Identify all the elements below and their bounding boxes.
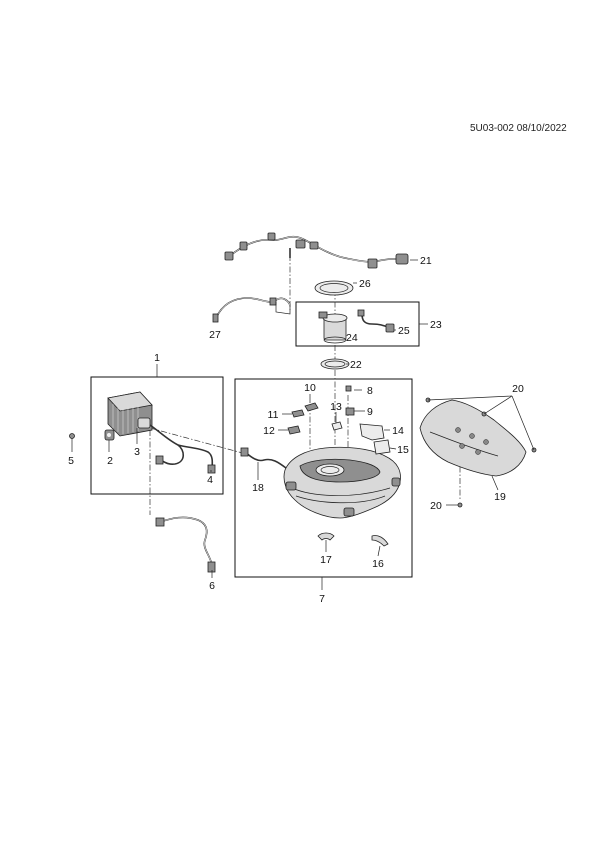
callout-22: 22: [350, 359, 362, 371]
callout-20-lower: 20: [430, 500, 442, 512]
callout-14: 14: [392, 425, 404, 437]
wiring-harness-part: [224, 232, 409, 269]
hose-part-4: [149, 424, 216, 474]
callout-8: 8: [367, 385, 373, 397]
callout-3: 3: [134, 446, 140, 458]
callout-25: 25: [398, 325, 410, 337]
document-code: 5U03-002 08/10/2022: [470, 123, 567, 134]
callout-16: 16: [372, 558, 384, 570]
level-sensor-part: [357, 309, 395, 333]
callout-18: 18: [252, 482, 264, 494]
callout-4: 4: [207, 474, 213, 486]
bolt-part: [69, 433, 75, 439]
heat-shield-part: [419, 397, 537, 508]
fuel-tank-group-box: [234, 378, 413, 578]
callout-12: 12: [263, 425, 275, 437]
callout-24: 24: [346, 332, 358, 344]
callout-26: 26: [359, 278, 371, 290]
callout-20-upper: 20: [512, 383, 524, 395]
callout-5: 5: [68, 455, 74, 467]
hose-part-6: [155, 516, 216, 573]
callout-27: 27: [209, 329, 221, 341]
evap-canister-part: [107, 391, 153, 437]
callout-11: 11: [268, 409, 279, 421]
vent-tube-part: [212, 297, 291, 323]
clip-part-9: [345, 407, 355, 416]
seal-ring-part: [314, 280, 354, 296]
callout-21: 21: [420, 255, 432, 267]
clip-part-8: [345, 385, 352, 392]
callout-13: 13: [330, 401, 342, 413]
fuel-pump-module-part: [318, 311, 348, 344]
bracket-part-14: [359, 423, 385, 441]
leader-lines: [71, 259, 535, 590]
callout-23: 23: [430, 319, 442, 331]
clip-part-12: [287, 425, 301, 435]
clip-part-11: [291, 409, 305, 418]
callout-6: 6: [209, 580, 215, 592]
clip-part-15: [373, 439, 391, 455]
valve-part: [104, 429, 115, 441]
strap-part-17: [317, 532, 335, 541]
clip-part-13: [331, 421, 343, 431]
callout-17: 17: [320, 554, 332, 566]
callout-labels: 1 2 3 4 5 6 7 8 9 10 11 12 13 14 15 16 1…: [68, 255, 524, 605]
hose-part-18: [240, 447, 287, 469]
strap-part-16: [371, 535, 389, 547]
callout-9: 9: [367, 406, 373, 418]
callout-15: 15: [397, 444, 409, 456]
fuel-tank-part: [283, 446, 401, 519]
callout-2: 2: [107, 455, 113, 467]
callout-1: 1: [154, 352, 160, 364]
callout-10: 10: [304, 382, 316, 394]
clip-part-10: [304, 402, 319, 412]
callout-19: 19: [494, 491, 506, 503]
callout-7: 7: [319, 593, 325, 605]
